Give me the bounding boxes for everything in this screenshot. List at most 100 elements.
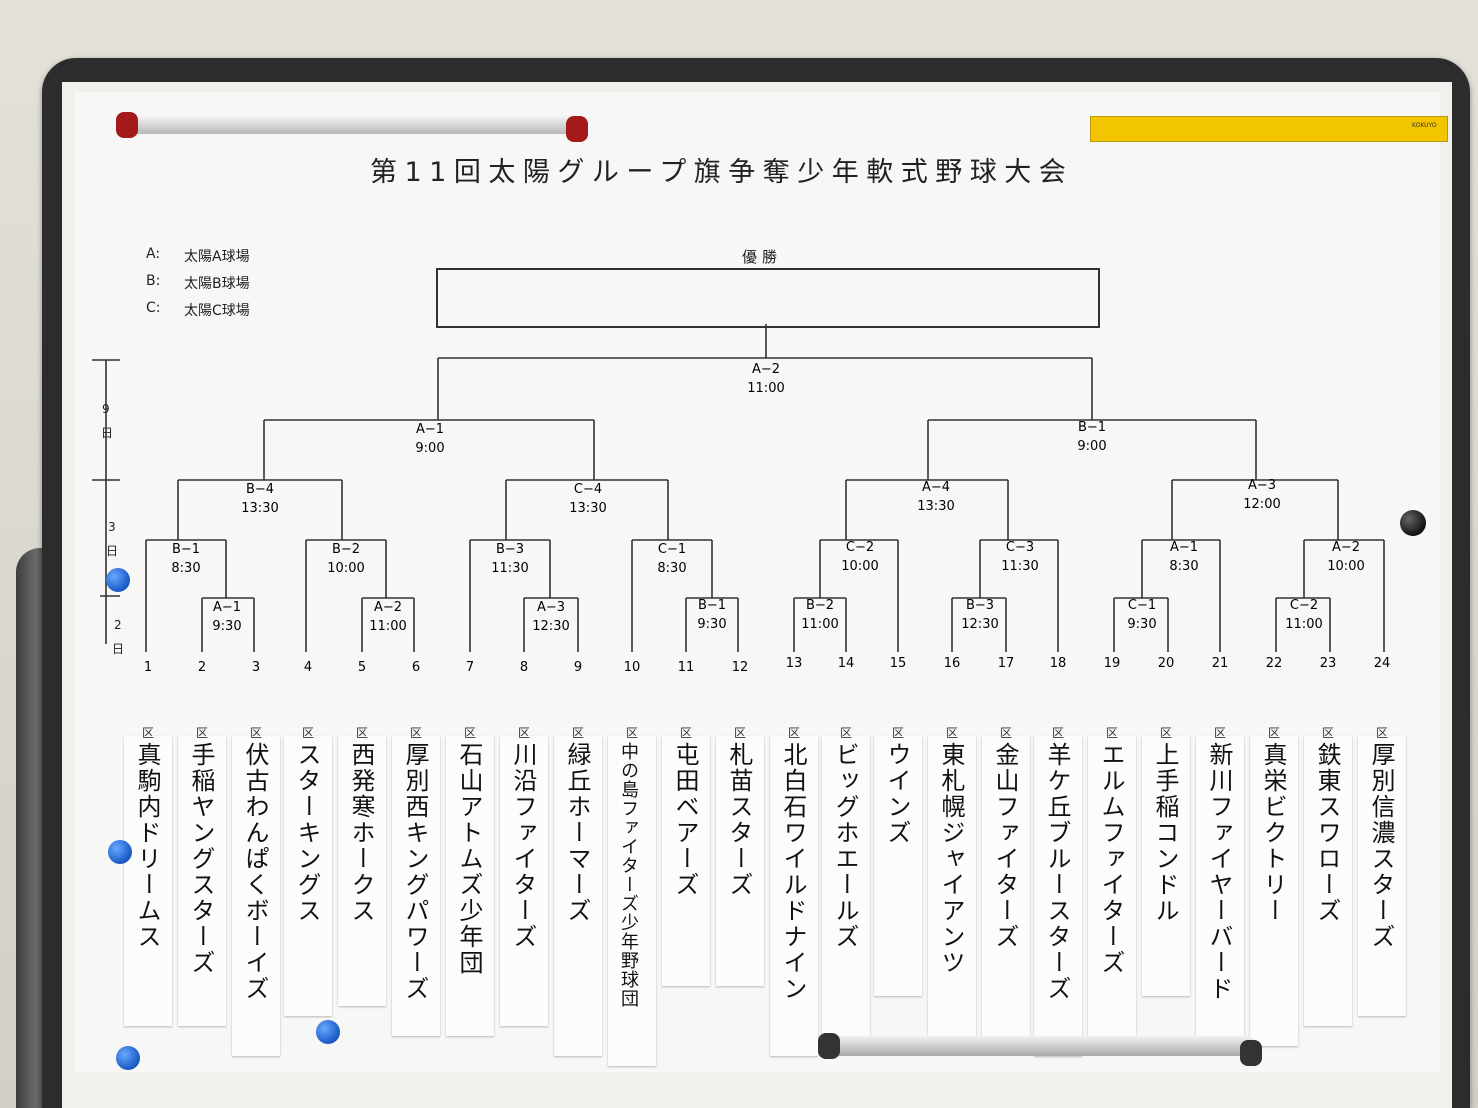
team-name: 緑丘ホーマーズ [563, 742, 591, 924]
team-name: 鉄東スワローズ [1313, 742, 1341, 924]
ku-mark: 区 [1268, 726, 1281, 740]
team-number: 22 [1265, 656, 1283, 671]
match-code: B−2 [805, 598, 835, 613]
match-code: B−1 [171, 542, 201, 557]
ku-mark: 区 [196, 726, 209, 740]
magnet-bar-bottom-cap-left [818, 1033, 840, 1059]
legend-name-b: 太陽B球場 [184, 276, 250, 292]
blue-magnet [108, 840, 132, 864]
team-name: 真駒内ドリームス [133, 742, 161, 950]
ku-mark: 区 [1106, 726, 1119, 740]
ku-mark: 区 [302, 726, 315, 740]
team-strip [554, 736, 602, 1056]
team-strip [500, 736, 548, 1026]
ruler-brand: KOKUYO [1412, 122, 1437, 129]
team-strip [662, 736, 710, 986]
team-number: 9 [573, 660, 583, 675]
match-time: 11:00 [369, 619, 407, 634]
ku-mark: 区 [572, 726, 585, 740]
team-strip [716, 736, 764, 986]
team-name: 厚別西キングパワーズ [401, 742, 429, 1002]
team-number: 19 [1103, 656, 1121, 671]
magnet-bar-cap-right [566, 116, 588, 142]
legend-code-b: B: [146, 273, 161, 289]
team-name: 金山ファイターズ [991, 742, 1019, 950]
ku-mark: 区 [788, 726, 801, 740]
team-strip [822, 736, 870, 1046]
ku-mark: 区 [892, 726, 905, 740]
team-number: 24 [1373, 656, 1391, 671]
team-strip [338, 736, 386, 1006]
match-code: C−4 [573, 482, 603, 497]
team-name: 手稲ヤングスターズ [187, 742, 215, 976]
legend-code-a: A: [146, 246, 161, 262]
ku-mark: 区 [142, 726, 155, 740]
date-9-unit: 日 [101, 426, 114, 440]
match-time: 10:00 [327, 561, 365, 576]
team-name: 東札幌ジャイアンツ [937, 742, 965, 976]
match-time: 8:30 [171, 561, 201, 576]
match-time: 9:30 [1127, 617, 1157, 632]
team-name: 羊ケ丘ブルースターズ [1043, 742, 1071, 1002]
team-number: 1 [143, 660, 153, 675]
team-name: 伏古わんぱくボーイズ [241, 742, 269, 1002]
match-code: C−2 [1289, 598, 1319, 613]
date-2: 2 [114, 618, 122, 632]
team-strip [608, 736, 656, 1066]
team-strip [1304, 736, 1352, 1026]
match-code: A−1 [415, 422, 445, 437]
team-strip [1142, 736, 1190, 996]
ku-mark: 区 [410, 726, 423, 740]
ku-mark: 区 [464, 726, 477, 740]
team-name: 西発寒ホークス [347, 742, 375, 924]
team-number: 20 [1157, 656, 1175, 671]
sheet-title: 第11回太陽グループ旗争奪少年軟式野球大会 [370, 157, 1074, 188]
team-name: 屯田ベアーズ [671, 742, 699, 898]
team-strip [446, 736, 494, 1036]
date-3: 3 [108, 520, 116, 534]
team-name: 中の島ファイターズ少年野球団 [618, 742, 639, 1008]
match-time: 12:30 [532, 619, 570, 634]
team-name: 上手稲コンドル [1151, 742, 1179, 924]
team-strip [1358, 736, 1406, 1016]
match-time: 9:30 [697, 617, 727, 632]
team-name: エルムファイターズ [1097, 742, 1125, 976]
match-code: A−2 [751, 362, 781, 377]
team-number: 6 [411, 660, 421, 675]
legend-name-c: 太陽C球場 [184, 303, 250, 319]
match-q1: B−4 13:30 [220, 480, 300, 518]
date-3-unit: 日 [106, 544, 119, 558]
team-number: 5 [357, 660, 367, 675]
team-name: 石山アトムズ少年団 [455, 742, 483, 976]
blue-magnet [106, 568, 130, 592]
team-number: 15 [889, 656, 907, 671]
ku-mark: 区 [250, 726, 263, 740]
match-code: A−2 [373, 600, 403, 615]
match-code: B−4 [245, 482, 275, 497]
team-strip [770, 736, 818, 1056]
match-code: A−2 [1331, 540, 1361, 555]
match-time: 8:30 [1169, 559, 1199, 574]
match-time: 12:00 [1243, 497, 1281, 512]
team-name: 川沿ファイターズ [509, 742, 537, 950]
ku-mark: 区 [518, 726, 531, 740]
match-code: B−3 [495, 542, 525, 557]
match-time: 13:30 [241, 501, 279, 516]
match-code: C−3 [1005, 540, 1035, 555]
magnet-bar-top [126, 116, 580, 134]
match-time: 9:00 [1077, 439, 1107, 454]
team-strip [392, 736, 440, 1036]
black-magnet [1400, 510, 1426, 536]
team-number: 4 [303, 660, 313, 675]
team-number: 16 [943, 656, 961, 671]
